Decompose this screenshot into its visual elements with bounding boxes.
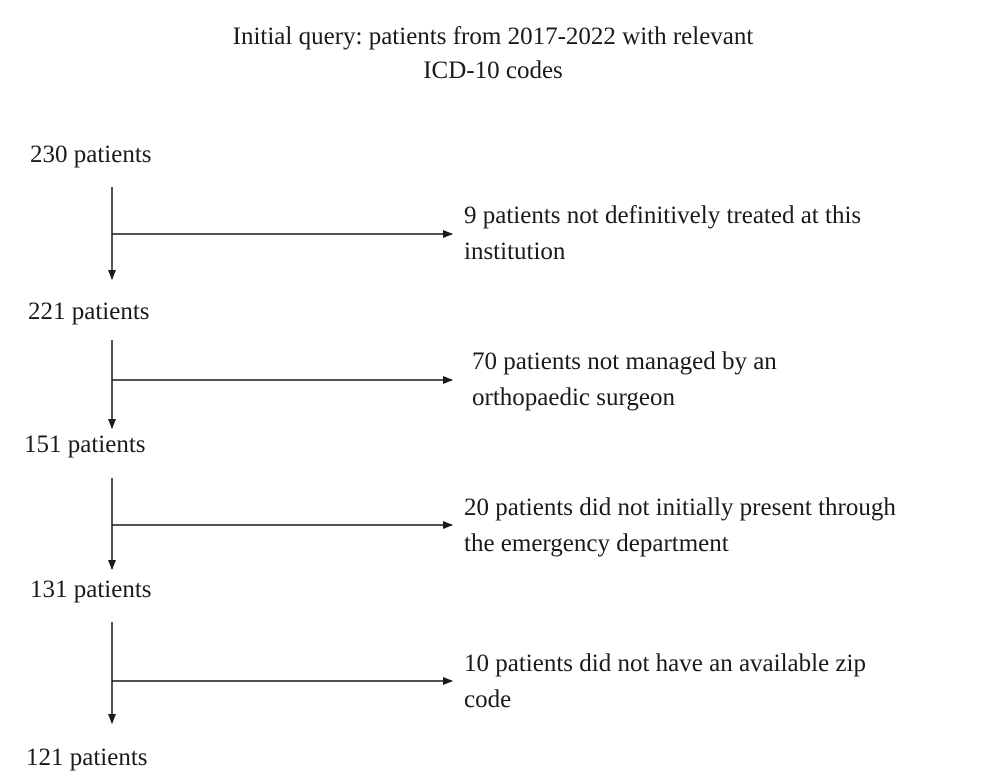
count-step-2: 221 patients: [28, 298, 150, 325]
exclusion-2-line-1: 70 patients not managed by an: [472, 348, 777, 375]
count-step-1: 230 patients: [30, 141, 152, 168]
exclusion-2-line-2: orthopaedic surgeon: [472, 384, 675, 411]
exclusion-4-line-1: 10 patients did not have an available zi…: [464, 650, 866, 677]
exclusion-1: 9 patients not definitively treated at t…: [464, 198, 861, 270]
exclusion-3-line-2: the emergency department: [464, 530, 729, 557]
exclusion-4: 10 patients did not have an available zi…: [464, 646, 866, 718]
title-line-1: Initial query: patients from 2017-2022 w…: [232, 23, 754, 50]
exclusion-4-line-2: code: [464, 686, 512, 713]
count-step-5: 121 patients: [26, 744, 148, 771]
count-step-3: 151 patients: [24, 431, 146, 458]
exclusion-2: 70 patients not managed by an orthopaedi…: [472, 344, 777, 416]
count-step-4: 131 patients: [30, 576, 152, 603]
diagram-title: Initial query: patients from 2017-2022 w…: [0, 20, 986, 88]
exclusion-1-line-1: 9 patients not definitively treated at t…: [464, 202, 862, 229]
exclusion-3-line-1: 20 patients did not initially present th…: [464, 494, 896, 521]
exclusion-1-line-2: institution: [464, 238, 566, 265]
exclusion-3: 20 patients did not initially present th…: [464, 490, 896, 562]
title-line-2: ICD-10 codes: [423, 57, 563, 84]
